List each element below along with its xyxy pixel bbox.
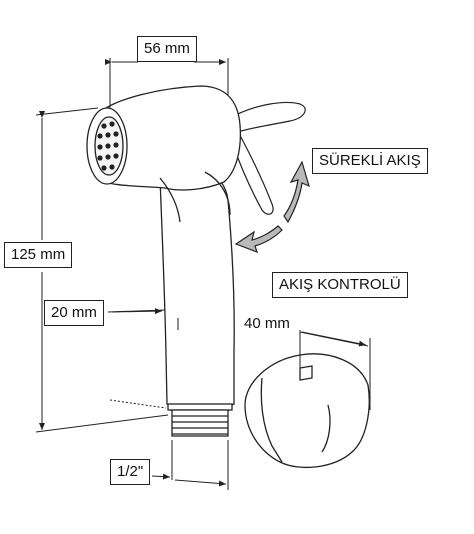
continuous-flow-label: SÜREKLİ AKIŞ — [312, 148, 428, 174]
width-dimension-label: 56 mm — [137, 36, 197, 62]
thread-dimension-label: 1/2" — [110, 459, 151, 485]
holder-dimension-label: 40 mm — [244, 315, 290, 332]
handle-dimension-label: 20 mm — [44, 300, 104, 326]
nozzle-holes — [97, 121, 119, 171]
wall-holder — [244, 353, 370, 469]
trigger-lever — [229, 101, 306, 215]
sprayer-body — [86, 85, 242, 437]
dimension-lines — [35, 58, 371, 490]
flow-control-label: AKIŞ KONTROLÜ — [272, 272, 408, 298]
height-dimension-label: 125 mm — [4, 242, 73, 268]
flow-arrows — [234, 160, 310, 254]
